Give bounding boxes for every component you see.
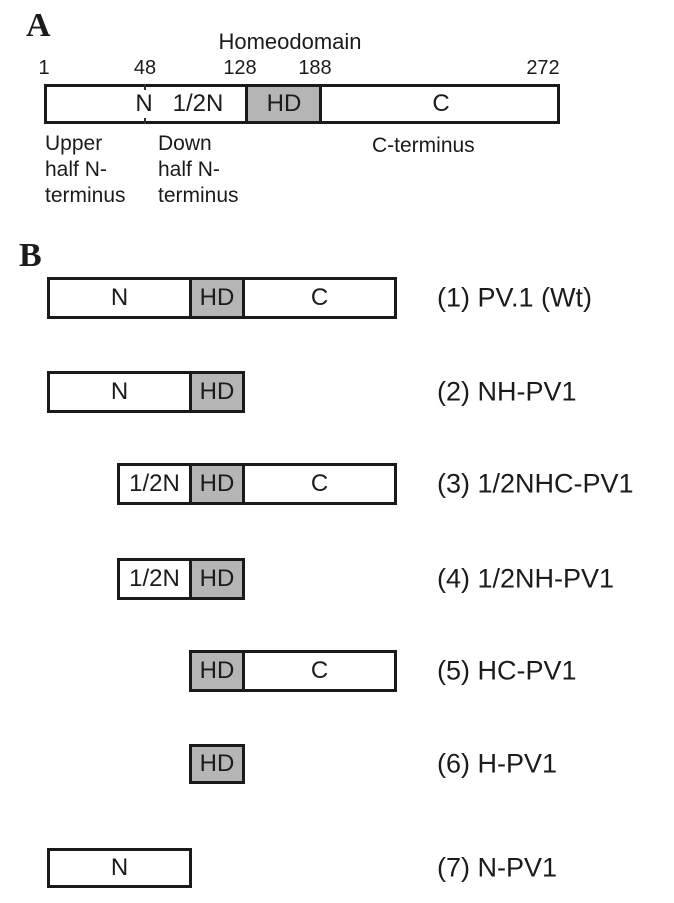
construct-row-hc-pv1: HD C (5) HC-PV1 (0, 650, 674, 692)
construct-label: (5) HC-PV1 (437, 655, 577, 686)
construct-label: (1) PV.1 (Wt) (437, 282, 593, 313)
tick-label-1: 1 (38, 57, 50, 79)
hd-region-label: HD (266, 90, 302, 117)
segment-hd-label: HD (199, 750, 235, 777)
construct-row-halfnh-pv1: 1/2N HD (4) 1/2NH-PV1 (0, 558, 674, 600)
construct-label: (3) 1/2NHC-PV1 (437, 468, 634, 499)
construct-row-h-pv1: HD (6) H-PV1 (0, 744, 674, 784)
segment-hd: HD (189, 463, 245, 505)
construct-label: (7) N-PV1 (437, 852, 558, 883)
full-length-protein-bar: 1/2N HD C N (44, 84, 560, 124)
construct-row-nh-pv1: N HD (2) NH-PV1 (0, 371, 674, 413)
construct-label: (4) 1/2NH-PV1 (437, 563, 615, 594)
homeodomain-title: Homeodomain (218, 29, 362, 54)
segment-hd-label: HD (199, 378, 235, 405)
segment-half-n: 1/2N (117, 463, 192, 505)
segment-n-label: N (110, 378, 129, 405)
n-region-label: N (132, 90, 156, 118)
segment-c-label: C (310, 470, 329, 497)
segment-hd: HD (189, 371, 245, 413)
segment-c: C (242, 463, 397, 505)
annotation-down-half-n-terminus: Down half N- terminus (158, 132, 239, 207)
segment-c: C (242, 277, 397, 319)
annotation-upper-half-n-terminus: Upper half N- terminus (45, 132, 126, 207)
tick-label-48: 48 (133, 57, 157, 79)
segment-c-label: C (310, 284, 329, 311)
segment-hd-label: HD (199, 470, 235, 497)
panel-a-letter: A (26, 7, 51, 44)
tick-label-128: 128 (223, 57, 257, 79)
segment-hd: HD (189, 558, 245, 600)
segment-hd-label: HD (199, 565, 235, 592)
segment-hd: HD (189, 744, 245, 784)
c-region-label: C (432, 90, 450, 117)
construct-label: (2) NH-PV1 (437, 376, 577, 407)
segment-n: N (47, 371, 192, 413)
tick-label-188: 188 (298, 57, 332, 79)
segment-n: N (47, 848, 192, 888)
construct-row-pv1-wt: N HD C (1) PV.1 (Wt) (0, 277, 674, 319)
segment-half-n: 1/2N (117, 558, 192, 600)
segment-n: N (47, 277, 192, 319)
annotation-c-terminus: C-terminus (372, 134, 475, 157)
segment-n-label: N (110, 854, 129, 881)
half-n-region-label: 1/2N (172, 90, 224, 117)
segment-half-n-label: 1/2N (129, 470, 180, 497)
segment-hd-label: HD (199, 657, 235, 684)
construct-label: (6) H-PV1 (437, 748, 558, 779)
construct-row-halfnhc-pv1: 1/2N HD C (3) 1/2NHC-PV1 (0, 463, 674, 505)
tick-label-272: 272 (526, 57, 560, 79)
segment-hd: HD (189, 650, 245, 692)
segment-hd-label: HD (199, 284, 235, 311)
segment-half-n-label: 1/2N (129, 565, 180, 592)
segment-hd: HD (189, 277, 245, 319)
panel-b-letter: B (19, 237, 42, 274)
homeodomain-segment (245, 84, 322, 124)
segment-c: C (242, 650, 397, 692)
segment-n-label: N (110, 284, 129, 311)
construct-row-n-pv1: N (7) N-PV1 (0, 848, 674, 888)
segment-c-label: C (310, 657, 329, 684)
